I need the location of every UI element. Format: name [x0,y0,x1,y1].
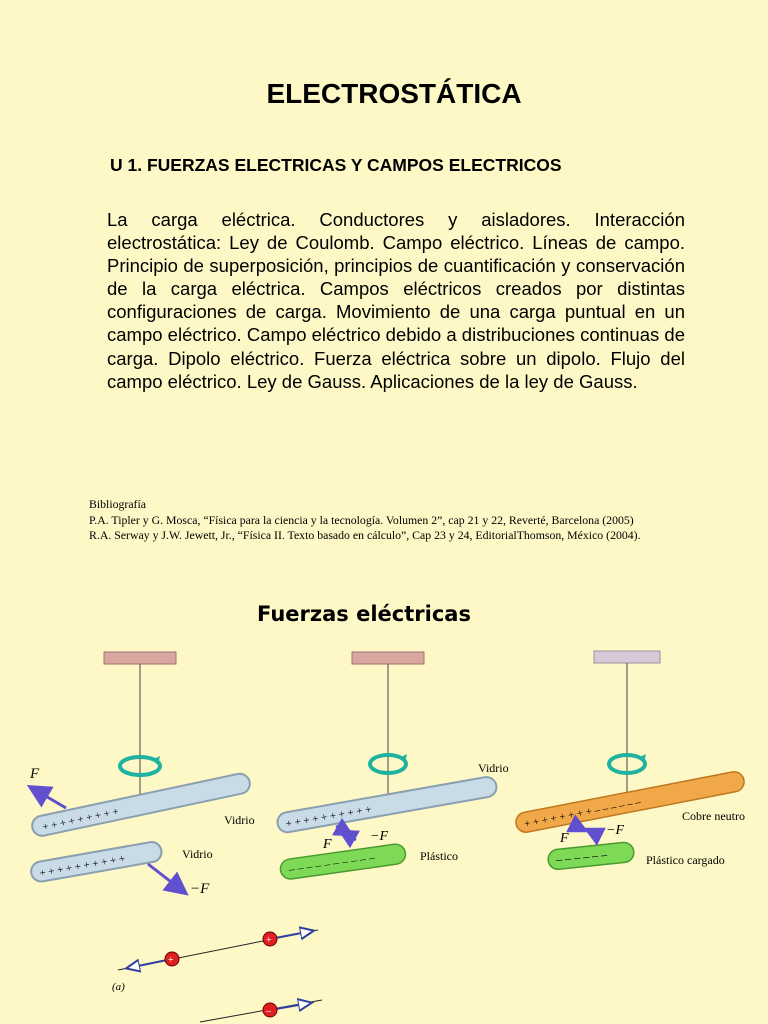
force-label: F [559,831,569,846]
force-arrow [566,814,589,833]
glass-rod-lower: + + + + + + + + + + [30,841,163,883]
neg-force-label: −F [370,829,388,844]
force-arrow [337,829,360,849]
plastic-label: Plástico [420,849,458,863]
bibliography-heading: Bibliografía [89,497,147,511]
panel-glass-glass: + + + + + + + + + + + + + + + + + + + F … [26,651,255,897]
page-title: ELECTROSTÁTICA [266,78,522,109]
panel-label: (a) [112,981,125,993]
neg-force-label: −F [606,823,624,838]
rotation-arrow-icon [368,753,408,775]
neg-force-label: −F [190,881,210,897]
glass-rod: + + + + + + + + + + [276,776,498,834]
copper-label: Cobre neutro [682,809,745,823]
charged-plastic-label: Plástico cargado [646,853,725,867]
svg-text:– – – – – –: – – – – – – [554,847,608,866]
force-arrow [147,862,189,896]
plastic-rod: – – – – – – [547,841,635,871]
positive-charge-icon: + [164,951,180,967]
svg-text:+: + [266,935,272,946]
glass-rod-upper: + + + + + + + + + [31,772,251,837]
svg-text:+: + [168,955,174,966]
section-title: Fuerzas eléctricas [257,602,471,626]
ceiling-support [593,650,661,664]
bibliography: Bibliografía P.A. Tipler y G. Mosca, “Fí… [89,497,729,544]
glass-label: Vidrio [224,813,255,827]
panel-a-charges: + + (a) – [112,930,323,1023]
negative-charge-icon: – [262,1002,278,1018]
electric-forces-figure: + + + + + + + + + + + + + + + + + + + F … [26,650,745,1023]
rotation-arrow-icon [607,753,647,775]
force-arrow [26,784,67,810]
force-label: F [29,766,40,782]
panel-copper-plastic: + + + + + + + + – – – – – – – – – – – – … [515,650,745,871]
bibliography-entry: R.A. Serway y J.W. Jewett, Jr., “Física … [89,528,641,542]
ceiling-support [103,651,177,665]
copper-rod: + + + + + + + + – – – – – – [515,771,745,833]
panel-glass-plastic: + + + + + + + + + + – – – – – – – – – – … [276,651,509,880]
syllabus-paragraph: La carga eléctrica. Conductores y aislad… [107,209,685,392]
svg-text:–: – [265,1006,272,1017]
plastic-rod: – – – – – – – – – – [279,843,407,880]
rotation-arrow-icon [118,755,162,777]
force-label: F [322,837,332,852]
glass-label: Vidrio [182,847,213,861]
glass-label: Vidrio [478,761,509,775]
force-arrow [583,827,606,846]
positive-charge-icon: + [262,931,278,947]
ceiling-support [351,651,425,665]
unit-heading: U 1. FUERZAS ELECTRICAS Y CAMPOS ELECTRI… [110,155,562,175]
bibliography-entry: P.A. Tipler y G. Mosca, “Física para la … [89,512,634,527]
